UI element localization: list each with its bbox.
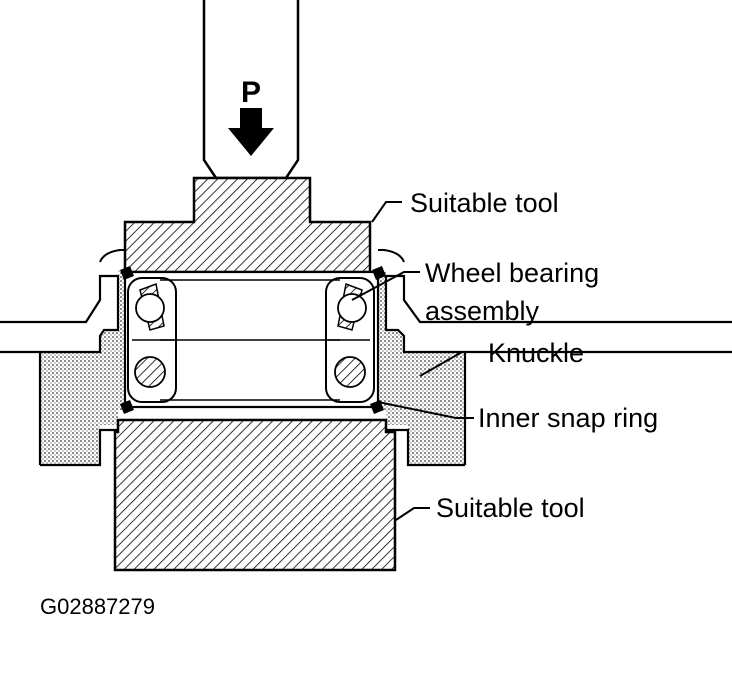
leader-snap-ring: [377, 401, 474, 419]
callout-bearing-line2: assembly: [425, 296, 540, 326]
callout-snap-ring: Inner snap ring: [478, 403, 658, 433]
callout-lower-tool: Suitable tool: [436, 493, 585, 523]
press-arrow-icon: [228, 108, 274, 156]
leader-lines: [351, 201, 484, 521]
knuckle-left: [0, 249, 125, 467]
callout-knuckle: Knuckle: [488, 338, 584, 368]
figure-id: G02887279: [40, 594, 155, 619]
callout-bearing-line1: Wheel bearing: [425, 258, 599, 288]
leader-bearing: [351, 271, 420, 301]
leader-lower-tool: [395, 507, 430, 521]
upper-tool: [123, 176, 372, 274]
wheel-bearing-assembly: [123, 270, 380, 409]
press-label: P: [241, 76, 261, 109]
lower-tool: [113, 418, 397, 572]
leader-knuckle: [419, 351, 484, 377]
press-ram: P: [202, 0, 300, 180]
callout-upper-tool: Suitable tool: [410, 188, 559, 218]
leader-upper-tool: [371, 201, 402, 223]
